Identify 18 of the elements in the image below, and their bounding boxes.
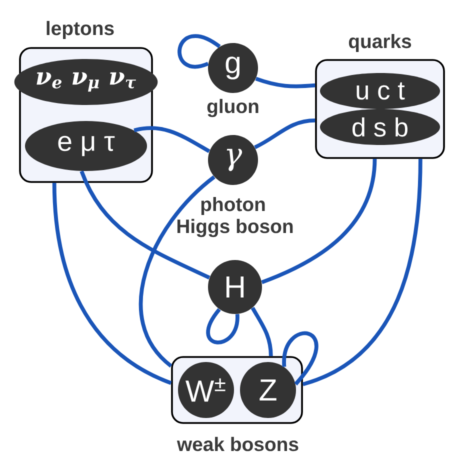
- connector-line: [282, 331, 318, 386]
- connector-line: [178, 34, 221, 68]
- connector-line: [254, 118, 316, 150]
- connector-line: [134, 126, 210, 154]
- connector-line: [138, 175, 216, 368]
- connector-line: [206, 308, 240, 344]
- group-label: quarks: [348, 34, 412, 52]
- particle-label: photon: [201, 196, 265, 216]
- particle-label: gluon: [207, 98, 258, 118]
- connector-line: [250, 306, 273, 356]
- connector-line: [80, 170, 210, 280]
- particle-label: Higgs boson: [177, 218, 293, 238]
- connector-line: [255, 76, 316, 88]
- connector-line: [261, 158, 377, 284]
- connector-line: [302, 158, 422, 386]
- group-label: weak bosons: [176, 436, 298, 452]
- group-label: leptons: [46, 20, 114, 40]
- connector-line: [52, 182, 172, 385]
